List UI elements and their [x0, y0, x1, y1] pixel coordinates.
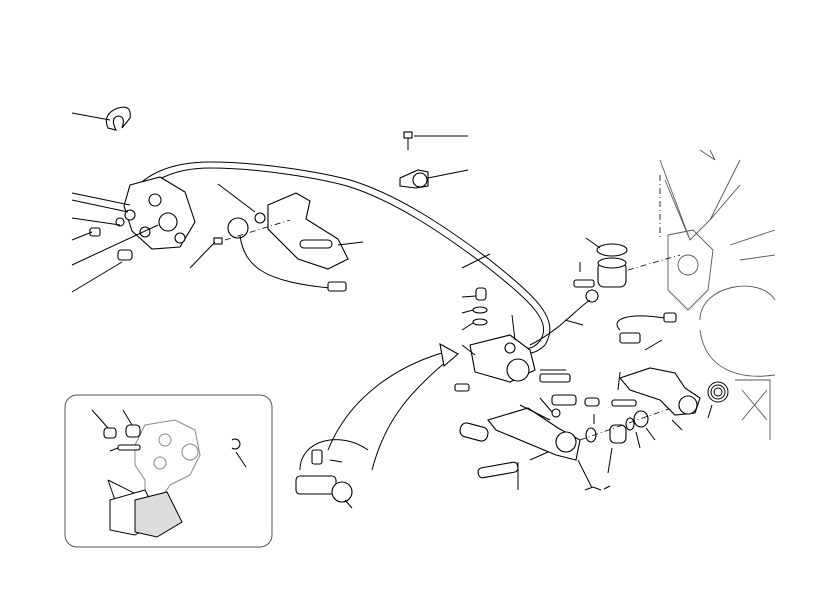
- frame-outline: [627, 149, 776, 440]
- pad-pin[interactable]: [117, 444, 141, 451]
- brake-pads[interactable]: [109, 489, 183, 538]
- rear-brake-hose[interactable]: [127, 161, 551, 354]
- bleed-cap[interactable]: [103, 427, 117, 439]
- master-cylinder-detail[interactable]: [295, 439, 369, 509]
- pivot-bushings[interactable]: [577, 404, 681, 491]
- caliper-detail-inset: [64, 394, 273, 548]
- brake-pedal[interactable]: [459, 404, 581, 490]
- rear-brake-caliper[interactable]: [71, 176, 196, 293]
- clip[interactable]: [231, 438, 241, 450]
- hose-clamp-bolt[interactable]: [399, 131, 469, 189]
- caliper-short-hose[interactable]: [189, 235, 347, 292]
- brake-fluid-reservoir[interactable]: [573, 237, 628, 303]
- reservoir-hose[interactable]: [529, 299, 677, 351]
- footrest-bracket[interactable]: [539, 367, 701, 431]
- hose-clip[interactable]: [71, 106, 131, 131]
- detail-arrow: [327, 342, 459, 471]
- return-spring[interactable]: [707, 381, 729, 419]
- bleed-screw[interactable]: [125, 424, 141, 438]
- rear-master-cylinder[interactable]: [454, 287, 536, 392]
- caliper-bracket[interactable]: [217, 183, 364, 270]
